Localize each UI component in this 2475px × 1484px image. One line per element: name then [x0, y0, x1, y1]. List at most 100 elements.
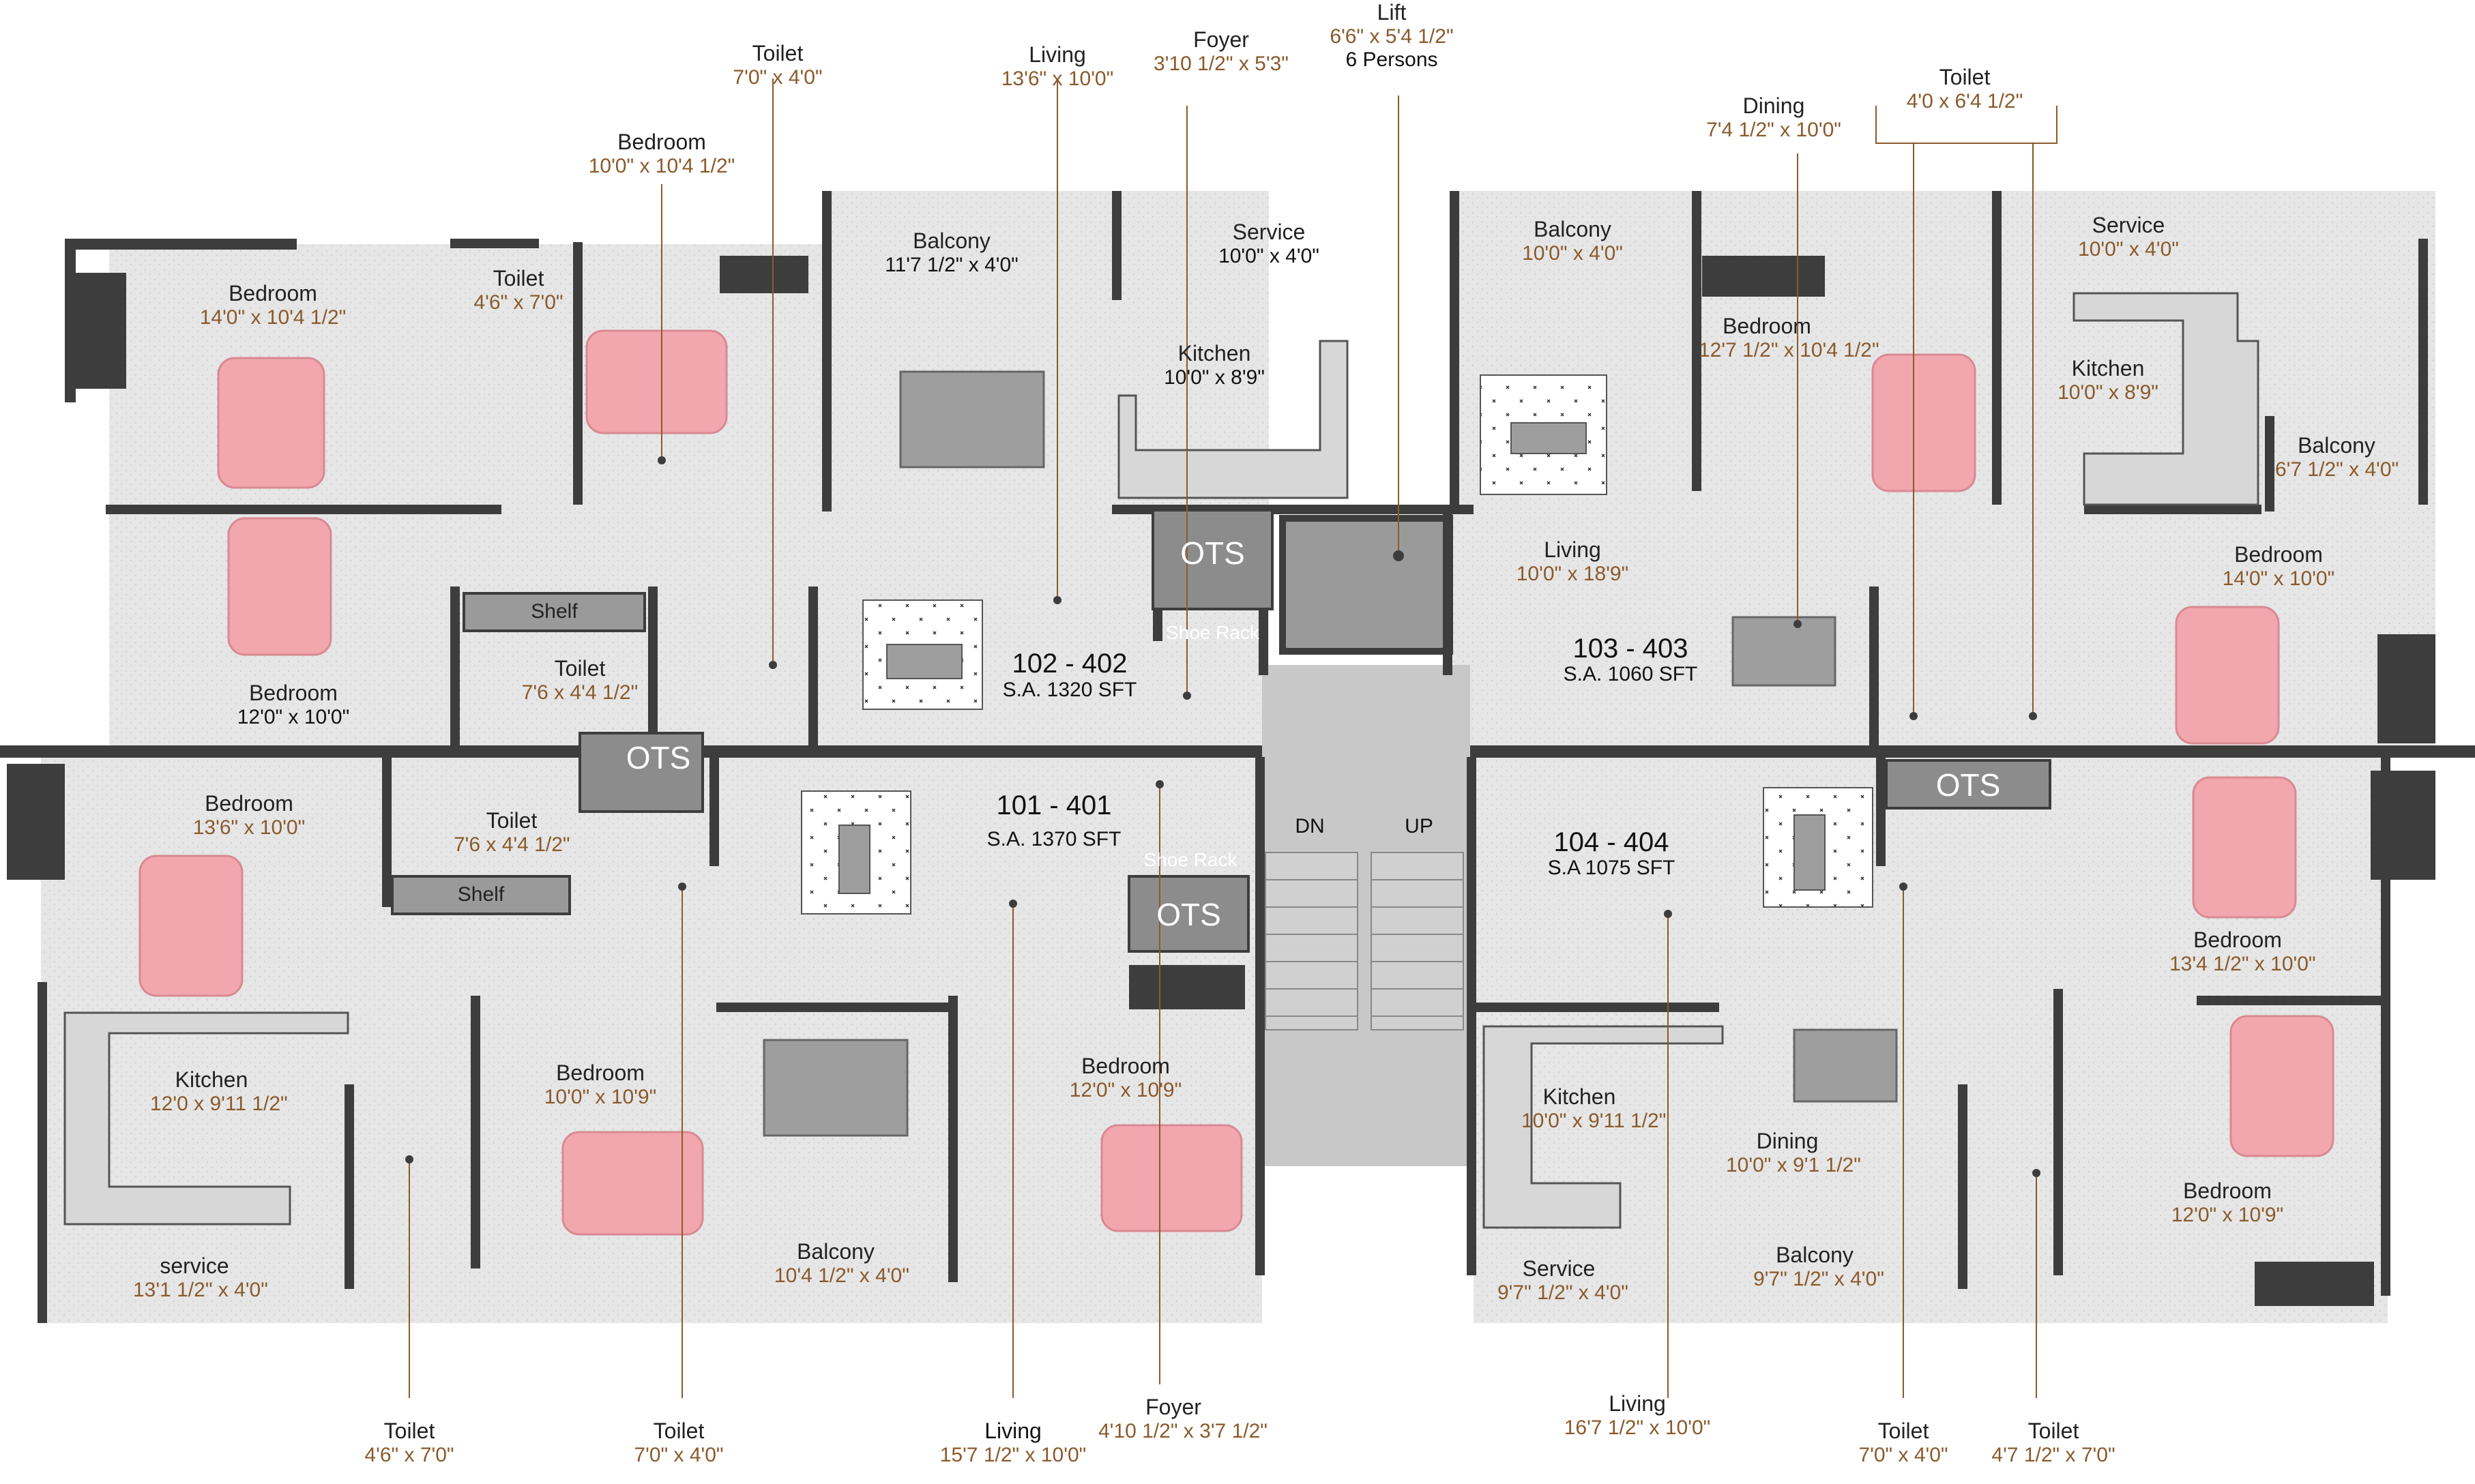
room-name: Balcony [1534, 217, 1611, 241]
callout-dimension: 16'7 1/2" x 10'0" [1564, 1416, 1711, 1439]
room-name: Bedroom [249, 681, 338, 705]
lift-capacity: 6 Persons [1345, 48, 1438, 72]
callout-name: Dining [1742, 93, 1805, 118]
room-dimension: 11'7 1/2" x 4'0" [885, 253, 1019, 276]
callout-name: Living [1609, 1391, 1666, 1416]
ots-label: OTS [626, 740, 691, 775]
callout-name: Bedroom [617, 130, 706, 154]
room-name: Balcony [2298, 433, 2375, 458]
ots-shafts [579, 509, 2051, 953]
room-dimension: 10'0" x 4'0" [1218, 244, 1319, 267]
room-name: Toilet [554, 656, 606, 681]
leader-dots [405, 456, 2040, 1177]
kitchen-counters [63, 292, 2259, 1229]
callout-dimension: 4'10 1/2" x 3'7 1/2" [1098, 1419, 1268, 1442]
callout-dimension: 13'6" x 10'0" [1001, 67, 1114, 90]
room-name: Service [2092, 213, 2165, 237]
stair-down-label: DN [1295, 815, 1325, 837]
callout-dimension: 3'10 1/2" x 5'3" [1154, 52, 1289, 75]
callout-dimension: 15'7 1/2" x 10'0" [939, 1443, 1087, 1466]
callout-dimension: 7'4 1/2" x 10'0" [1706, 118, 1841, 141]
room-dimension: 12'0" x 10'9" [2171, 1203, 2284, 1226]
ots-label: OTS [1935, 767, 2001, 803]
shelf-label: Shelf [531, 600, 578, 623]
stair-core [1262, 515, 1470, 1166]
room-dimension: 7'6 x 4'4 1/2" [454, 833, 570, 856]
room-name: Toilet [493, 266, 544, 291]
callout-dimension: 6'6" x 5'4 1/2" [1330, 25, 1454, 48]
room-name: Balcony [1776, 1243, 1854, 1267]
unit-area-102: S.A. 1320 SFT [1002, 679, 1137, 701]
room-name: Kitchen [1177, 341, 1251, 366]
callout-dimension: 10'0" x 10'4 1/2" [588, 154, 735, 177]
room-dimension: 10'0" x 10'9" [544, 1085, 657, 1108]
shelf-label: Shelf [457, 883, 505, 906]
shoe-rack-label: Shoe Rack [1143, 849, 1238, 870]
shelves [391, 592, 646, 915]
room-name: Living [1544, 537, 1601, 562]
room-dimension: 14'0" x 10'4 1/2" [199, 306, 347, 329]
room-dimension: 12'0" x 10'9" [1069, 1078, 1182, 1101]
unit-label-101: 101 - 401 [996, 790, 1112, 820]
room-dimension: 14'0" x 10'0" [2222, 567, 2335, 590]
stair-up-label: UP [1405, 815, 1433, 837]
callout-name: Toilet [752, 41, 804, 65]
room-name: Bedroom [556, 1060, 645, 1085]
callout-name: Lift [1377, 0, 1407, 25]
unit-area-104: S.A 1075 SFT [1547, 857, 1675, 879]
shoe-rack-label: Shoe Rack [1166, 622, 1259, 643]
callout-name: Living [1029, 42, 1086, 67]
unit-label-104: 104 - 404 [1553, 827, 1669, 857]
room-dimension: 6'7 1/2" x 4'0" [2275, 458, 2399, 481]
room-name: Bedroom [229, 281, 317, 306]
callout-name: Foyer [1193, 27, 1249, 52]
callout-name: Toilet [1877, 1419, 1929, 1443]
room-dimension: 12'0 x 9'11 1/2" [150, 1092, 288, 1115]
room-dimension: 13'6" x 10'0" [192, 816, 306, 839]
room-dimension: 10'0" x 8'9" [2057, 381, 2158, 404]
callout-dimension: 7'0" x 4'0" [1858, 1443, 1948, 1466]
room-dimension: 10'0" x 9'11 1/2" [1521, 1109, 1667, 1132]
room-dimension: 12'7 1/2" x 10'4 1/2" [1699, 338, 1879, 361]
room-name: Toilet [486, 808, 538, 833]
callout-dimension: 7'0" x 4'0" [634, 1443, 724, 1466]
room-dimension: 10'0" x 18'9" [1516, 562, 1629, 585]
room-name: Balcony [797, 1239, 875, 1264]
unit-label-102: 102 - 402 [1012, 649, 1128, 679]
room-name: Kitchen [175, 1067, 248, 1092]
room-dimension: 12'0" x 10'0" [237, 705, 350, 728]
room-name: Service [1232, 220, 1306, 244]
leader-lines [409, 78, 2057, 1398]
room-name: Dining [1756, 1129, 1819, 1153]
ots-label: OTS [1180, 535, 1245, 571]
beds [138, 329, 2334, 1236]
room-dimension: 10'0" x 9'1 1/2" [1726, 1153, 1861, 1176]
unit-area-103: S.A. 1060 SFT [1563, 663, 1698, 685]
